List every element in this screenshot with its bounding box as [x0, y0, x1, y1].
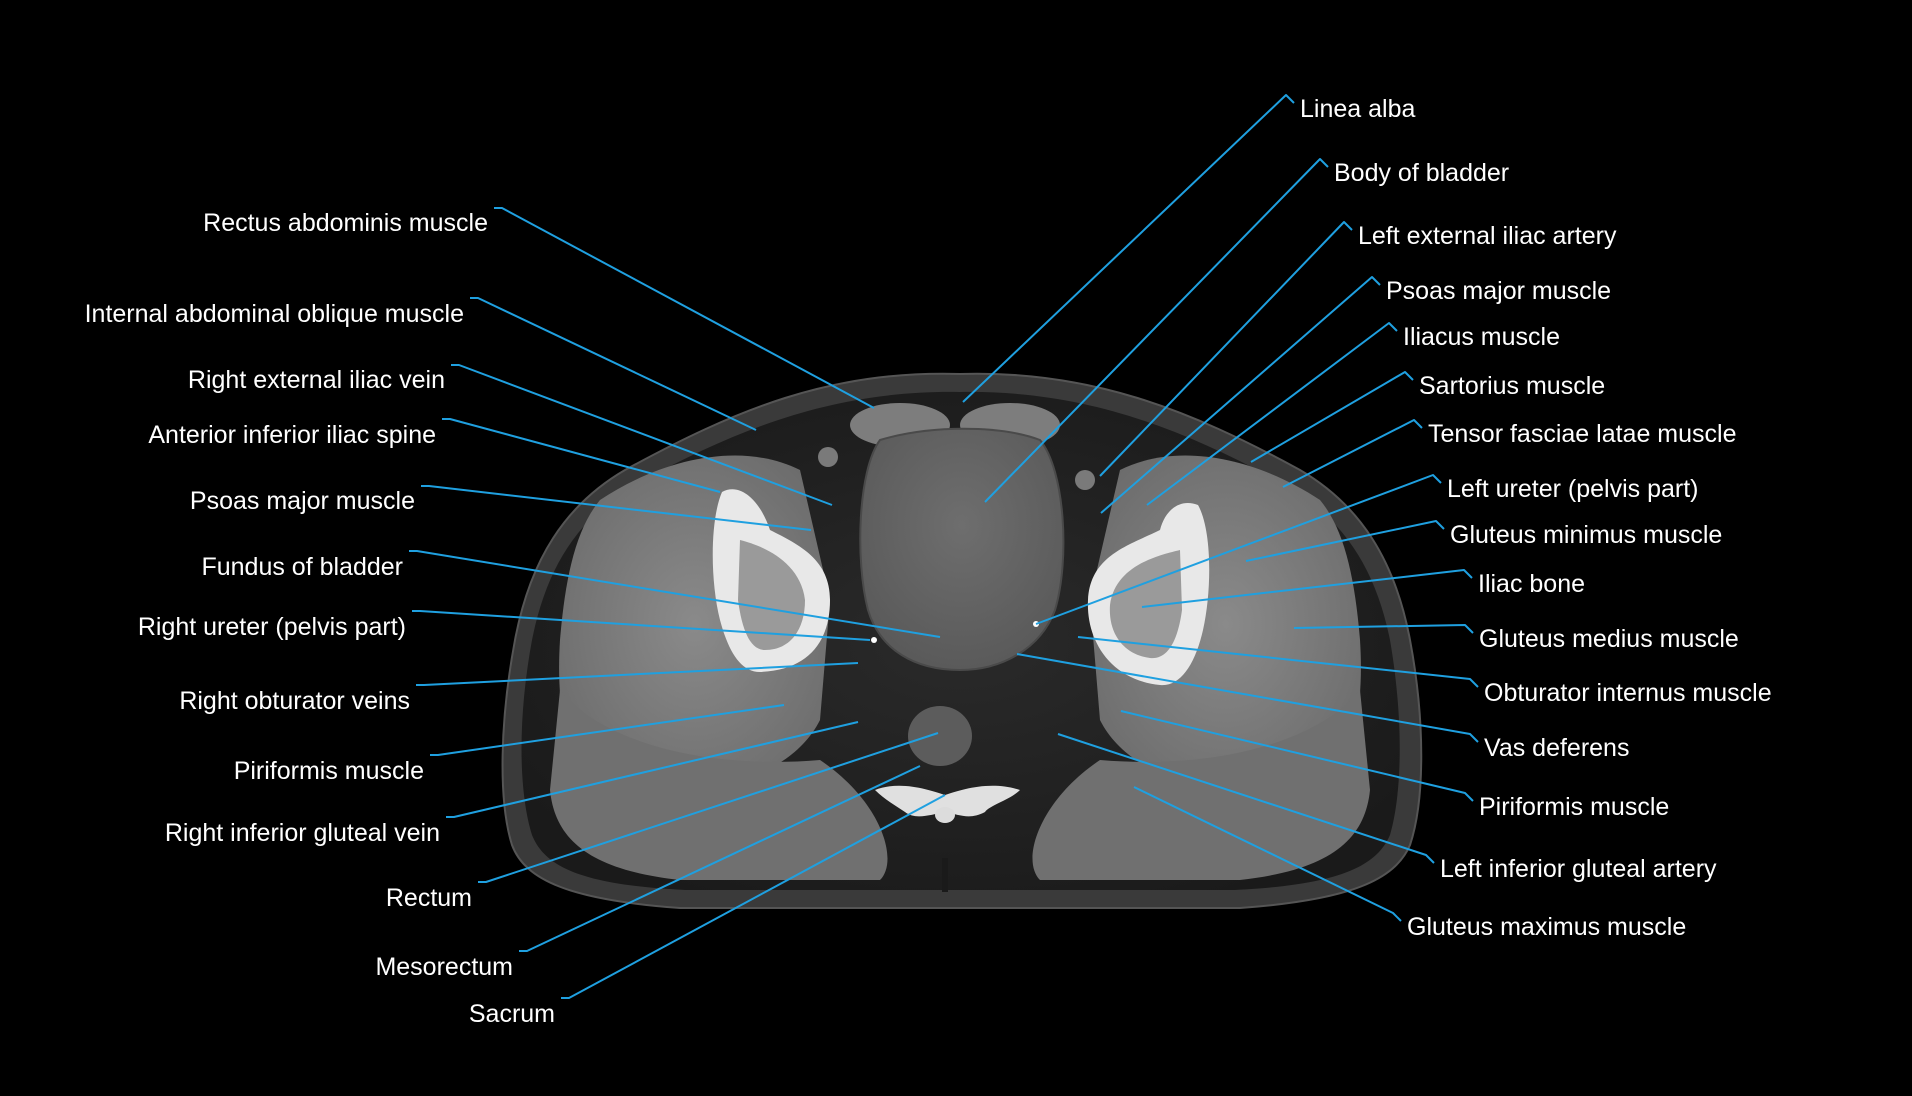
leader-line: [412, 610, 871, 641]
leader-line: [1250, 371, 1414, 463]
leader-line: [1133, 786, 1402, 922]
leader-line: [446, 721, 859, 818]
leader-line: [494, 207, 875, 409]
sacrum: [875, 785, 1020, 817]
label-mesorectum: Mesorectum: [375, 953, 513, 981]
leader-line: [1016, 653, 1479, 743]
leader-line: [430, 704, 785, 756]
label-linea-alba: Linea alba: [1300, 95, 1415, 123]
leader-line: [1282, 419, 1423, 488]
leader-line: [519, 765, 921, 952]
vessel: [1075, 470, 1095, 490]
leader-line: [1100, 276, 1381, 514]
label-fundus-of-bladder: Fundus of bladder: [201, 553, 403, 581]
label-gluteus-medius-muscle: Gluteus medius muscle: [1479, 625, 1739, 653]
label-anterior-inferior-iliac-spine: Anterior inferior iliac spine: [148, 421, 436, 449]
label-right-external-iliac-vein: Right external iliac vein: [188, 366, 445, 394]
label-left-ureter-pelvis-part: Left ureter (pelvis part): [1447, 475, 1699, 503]
label-obturator-internus-muscle: Obturator internus muscle: [1484, 679, 1772, 707]
label-sacrum: Sacrum: [469, 1000, 555, 1028]
label-iliac-bone: Iliac bone: [1478, 570, 1585, 598]
label-left-external-iliac-artery: Left external iliac artery: [1358, 222, 1617, 250]
label-body-of-bladder: Body of bladder: [1334, 159, 1509, 187]
leader-line: [1120, 710, 1474, 802]
label-right-obturator-veins: Right obturator veins: [179, 687, 410, 715]
label-gluteus-maximus-muscle: Gluteus maximus muscle: [1407, 913, 1686, 941]
label-rectus-abdominis-muscle: Rectus abdominis muscle: [203, 209, 488, 237]
leader-line: [409, 550, 941, 638]
rectum: [908, 706, 972, 766]
leader-line: [416, 662, 859, 686]
label-piriformis-muscle-right: Piriformis muscle: [234, 757, 424, 785]
bladder: [859, 427, 1065, 672]
leader-line: [1146, 322, 1398, 506]
leader-line: [421, 485, 812, 531]
label-sartorius-muscle: Sartorius muscle: [1419, 372, 1605, 400]
leader-line: [1099, 221, 1353, 477]
leader-line: [1057, 733, 1435, 864]
right-gluteal-region: [1032, 690, 1370, 880]
leader-line: [451, 364, 833, 506]
leader-line: [478, 732, 939, 883]
left-labels: Rectus abdominis muscle Internal abdomin…: [85, 207, 946, 1028]
label-right-inferior-gluteal-vein: Right inferior gluteal vein: [165, 819, 440, 847]
label-tensor-fasciae-latae-muscle: Tensor fasciae latae muscle: [1428, 420, 1736, 448]
leader-line: [1035, 474, 1442, 625]
leader-line: [561, 794, 946, 999]
label-internal-abdominal-oblique-muscle: Internal abdominal oblique muscle: [85, 300, 464, 328]
sacral-process: [935, 807, 955, 823]
right-labels: Linea alba Body of bladder Left external…: [962, 94, 1772, 941]
leader-line: [1245, 520, 1445, 562]
label-psoas-major-muscle-right: Psoas major muscle: [190, 487, 415, 515]
label-gluteus-minimus-muscle: Gluteus minimus muscle: [1450, 521, 1722, 549]
leader-line: [1077, 636, 1479, 688]
leader-line: [470, 297, 757, 431]
label-iliacus-muscle: Iliacus muscle: [1403, 323, 1560, 351]
label-rectum: Rectum: [386, 884, 472, 912]
label-left-inferior-gluteal-artery: Left inferior gluteal artery: [1440, 855, 1717, 883]
label-piriformis-muscle-left: Piriformis muscle: [1479, 793, 1669, 821]
label-right-ureter-pelvis-part: Right ureter (pelvis part): [138, 613, 406, 641]
label-psoas-major-muscle-left: Psoas major muscle: [1386, 277, 1611, 305]
vessel: [871, 637, 877, 643]
leader-line: [1141, 569, 1473, 608]
leader-line: [442, 418, 721, 493]
ct-pelvis-image: [501, 372, 1423, 909]
label-vas-deferens: Vas deferens: [1484, 734, 1629, 762]
leader-line: [1293, 624, 1474, 634]
vessel: [818, 447, 838, 467]
leader-line: [984, 158, 1329, 503]
right-iliac-bone-marrow: [738, 540, 805, 650]
leader-line: [962, 94, 1295, 403]
